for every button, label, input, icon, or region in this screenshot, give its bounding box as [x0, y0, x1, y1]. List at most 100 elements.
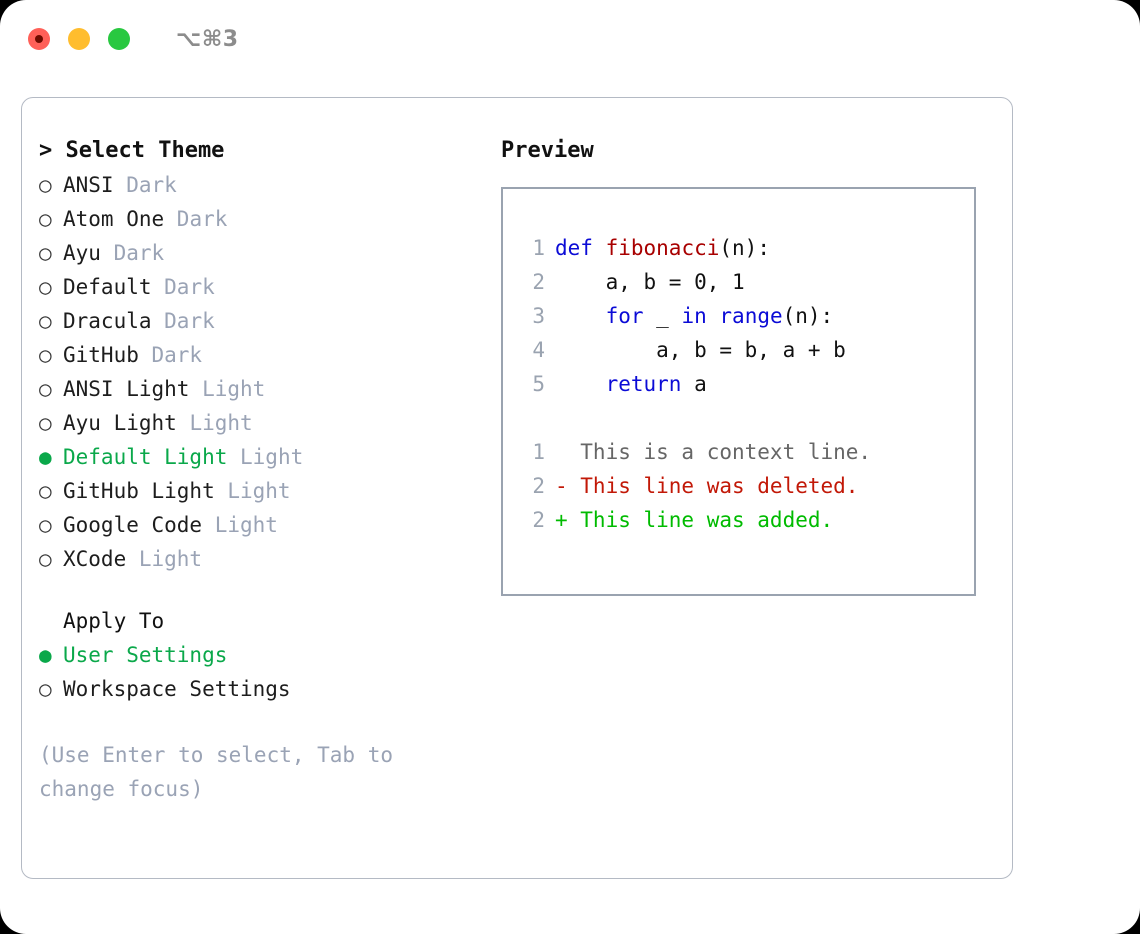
theme-option-tag: Dark [100, 241, 165, 265]
code-line: 4 a, b = b, a + b [519, 333, 966, 367]
radio-unselected-icon: ○ [39, 207, 52, 231]
theme-option-tag: Dark [164, 207, 228, 231]
theme-option-label: ANSI [63, 173, 114, 197]
code-line: 1 def fibonacci(n): [519, 231, 966, 265]
code-token: in [681, 304, 707, 328]
code-token: fibonacci [605, 236, 720, 260]
code-line: 3 for _ in range(n): [519, 299, 966, 333]
code-token: a, b = b, a + b [555, 338, 846, 362]
theme-option-ansi-light[interactable]: ○ ANSI Light Light [39, 372, 489, 406]
theme-option-label: Atom One [63, 207, 165, 231]
code-token [555, 304, 606, 328]
code-token: This is a context line. [555, 440, 872, 464]
radio-unselected-icon: ○ [39, 677, 52, 701]
code-line: 2 a, b = 0, 1 [519, 265, 966, 299]
theme-option-tag: Light [126, 547, 203, 571]
theme-option-github[interactable]: ○GitHub Dark [39, 338, 489, 372]
line-number: 1 [532, 440, 545, 464]
apply-to-option-list[interactable]: ● User Settings ○Workspace Settings [39, 638, 489, 706]
theme-option-list[interactable]: ○ANSI Dark○Atom One Dark○Ayu Dark○Defaul… [39, 168, 489, 576]
window-controls [28, 28, 130, 50]
theme-option-google-code[interactable]: ○ Google Code Light [39, 508, 489, 542]
theme-option-xcode[interactable]: ○ XCode Light [39, 542, 489, 576]
theme-option-label: XCode [63, 547, 127, 571]
theme-option-label: GitHub Light [63, 479, 215, 503]
code-token: (n): [719, 236, 770, 260]
radio-unselected-icon: ○ [39, 173, 52, 197]
code-token [593, 236, 606, 260]
minimize-window-button[interactable] [68, 28, 90, 50]
window-titlebar: ⌥⌘3 [0, 0, 1140, 78]
theme-option-ayu[interactable]: ○Ayu Dark [39, 236, 489, 270]
radio-unselected-icon: ○ [39, 479, 52, 503]
radio-unselected-icon: ○ [39, 275, 52, 299]
theme-option-label: Ayu [63, 241, 101, 265]
theme-option-tag: Light [189, 377, 266, 401]
theme-option-label: GitHub [63, 343, 139, 367]
theme-option-ayu-light[interactable]: ○ Ayu Light Light [39, 406, 489, 440]
theme-option-github-light[interactable]: ○ GitHub Light Light [39, 474, 489, 508]
line-number: 2 [532, 508, 545, 532]
zoom-window-button[interactable] [108, 28, 130, 50]
radio-unselected-icon: ○ [39, 547, 52, 571]
theme-picker-panel: > Select Theme ○ANSI Dark○Atom One Dark○… [21, 97, 1013, 879]
close-window-button[interactable] [28, 28, 50, 50]
theme-selection-column: > Select Theme ○ANSI Dark○Atom One Dark○… [39, 134, 489, 806]
theme-option-label: Default [63, 275, 152, 299]
theme-option-tag: Dark [113, 173, 177, 197]
code-token [707, 304, 720, 328]
theme-option-label: Dracula [63, 309, 152, 333]
code-token: for [605, 304, 644, 328]
code-token: a [681, 372, 707, 396]
theme-option-tag: Light [176, 411, 253, 435]
code-token: def [555, 236, 593, 260]
code-token: - This line was deleted. [555, 474, 859, 498]
line-number: 2 [532, 474, 545, 498]
radio-unselected-icon: ○ [39, 411, 52, 435]
radio-unselected-icon: ○ [39, 377, 52, 401]
apply-to-title: Apply To [63, 609, 165, 633]
select-theme-header: > Select Theme [39, 138, 225, 163]
apply-to-option-label: User Settings [63, 643, 228, 667]
theme-option-default[interactable]: ○ Default Dark [39, 270, 489, 304]
radio-unselected-icon: ○ [39, 309, 52, 333]
line-number: 4 [532, 338, 545, 362]
code-spacer [519, 401, 966, 435]
theme-option-label: Google Code [63, 513, 203, 537]
theme-option-dracula[interactable]: ○ Dracula Dark [39, 304, 489, 338]
theme-option-tag: Dark [151, 275, 215, 299]
code-line: 5 return a [519, 367, 966, 401]
theme-option-tag: Light [214, 479, 291, 503]
line-number: 1 [532, 236, 545, 260]
theme-option-tag: Dark [151, 309, 215, 333]
line-number: 5 [532, 372, 545, 396]
diff-line: 2 + This line was added. [519, 503, 966, 537]
line-number: 2 [532, 270, 545, 294]
diff-sample-lines: 1 This is a context line. 2 - This line wa… [519, 435, 966, 537]
keyboard-shortcut-label: ⌥⌘3 [176, 26, 239, 52]
theme-option-label: Ayu Light [63, 411, 177, 435]
radio-unselected-icon: ○ [39, 513, 52, 537]
code-token: a, b = 0, 1 [555, 270, 745, 294]
keyboard-hint-text: (Use Enter to select, Tab to change focu… [39, 743, 406, 801]
theme-option-default-light[interactable]: ●Default Light Light [39, 440, 489, 474]
code-token: return [605, 372, 682, 396]
apply-to-option-workspace-settings[interactable]: ○Workspace Settings [39, 672, 489, 706]
theme-option-tag: Dark [138, 343, 203, 367]
theme-option-atom-one[interactable]: ○ Atom One Dark [39, 202, 489, 236]
radio-selected-icon: ● [39, 643, 52, 667]
code-token: range [719, 304, 783, 328]
theme-option-label: ANSI Light [63, 377, 190, 401]
code-token: + This line was added. [555, 508, 834, 532]
apply-to-option-user-settings[interactable]: ● User Settings [39, 638, 489, 672]
theme-option-tag: Light [227, 445, 304, 469]
diff-line: 1 This is a context line. [519, 435, 966, 469]
theme-option-ansi[interactable]: ○ ANSI Dark [39, 168, 489, 202]
theme-option-tag: Light [202, 513, 278, 537]
line-number: 3 [532, 304, 545, 328]
preview-header: Preview [501, 138, 594, 163]
code-token [555, 372, 606, 396]
